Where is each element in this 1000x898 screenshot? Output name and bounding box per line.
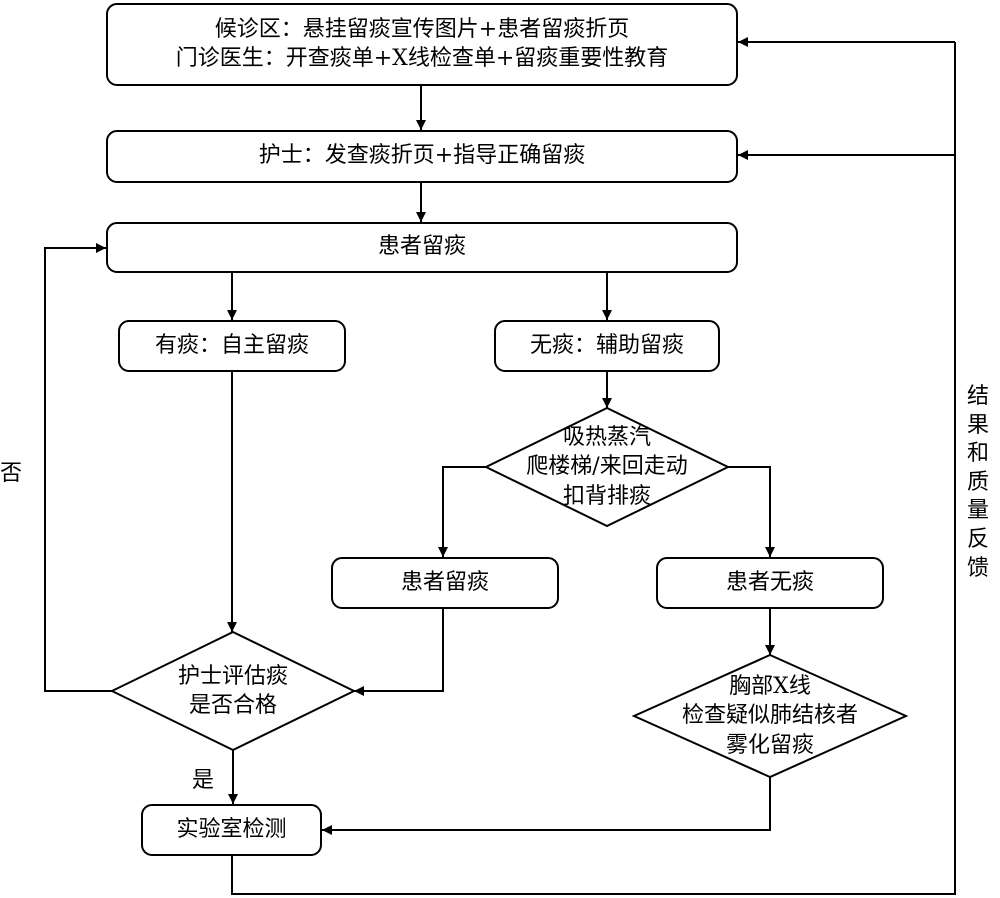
arrow-mid-to-assess: [354, 609, 444, 696]
feedback-char-1: 结: [966, 384, 989, 409]
arrow-xray-to-lab: [322, 777, 771, 835]
nurse-assess-line1: 护士评估痰: [177, 663, 288, 689]
nurse-assess-text: 护士评估痰 是否合格: [112, 632, 354, 750]
chest-xray-line2: 检查疑似肺结核者: [681, 703, 858, 729]
feedback-char-4: 质: [966, 469, 989, 495]
lab-test-box: 实验室检测: [141, 804, 322, 856]
decision-assist-diamond: [483, 406, 731, 528]
no-label: 否: [0, 461, 23, 486]
yes-label: 是: [192, 768, 215, 793]
patient-sputum-mid-box: 患者留痰: [331, 557, 559, 609]
waiting-area-box: 候诊区：悬挂留痰宣传图片+患者留痰折页 门诊医生：开查痰单+X线检查单+留痰重要…: [106, 3, 738, 86]
feedback-char-3: 和: [966, 441, 989, 467]
assist-methods-text: 吸热蒸汽 爬楼梯/来回走动 扣背排痰: [486, 408, 728, 526]
patient-no-sputum-text: 患者无痰: [725, 569, 814, 595]
chest-xray-line3: 雾化留痰: [725, 732, 814, 758]
assist-method-2: 爬楼梯/来回走动: [526, 454, 688, 480]
arrow-no-loop: [44, 243, 112, 692]
chest-xray-text: 胸部X线 检查疑似肺结核者 雾化留痰: [634, 655, 906, 777]
no-sputum-text: 无痰：辅助留痰: [529, 332, 684, 358]
feedback-char-6: 反: [966, 526, 989, 552]
assist-method-3: 扣背排痰: [562, 483, 651, 509]
patient-no-sputum-box: 患者无痰: [656, 557, 884, 609]
patient-sputum-mid-text: 患者留痰: [400, 569, 489, 595]
arrow-assist-to-mid: [438, 466, 486, 557]
patient-sputum-top-text: 患者留痰: [377, 234, 466, 260]
feedback-char-2: 果: [966, 412, 989, 438]
assist-method-1: 吸热蒸汽: [562, 425, 651, 451]
nurse-guide-box: 护士：发查痰折页+指导正确留痰: [106, 130, 738, 183]
arrow-assist-to-nosputum: [728, 466, 775, 557]
no-sputum-box: 无痰：辅助留痰: [494, 320, 720, 372]
patient-sputum-top-box: 患者留痰: [106, 222, 738, 273]
has-sputum-box: 有痰：自主留痰: [118, 320, 346, 372]
waiting-area-line2: 门诊医生：开查痰单+X线检查单+留痰重要性教育: [175, 45, 669, 71]
nurse-guide-text: 护士：发查痰折页+指导正确留痰: [258, 143, 586, 169]
nurse-assess-line2: 是否合格: [188, 693, 277, 718]
feedback-char-7: 馈: [966, 555, 989, 581]
lab-test-text: 实验室检测: [176, 816, 287, 842]
chest-xray-line1: 胸部X线: [729, 674, 811, 700]
feedback-label: 结 果 和 质 量 反 馈: [966, 383, 990, 583]
feedback-char-5: 量: [966, 498, 989, 524]
has-sputum-text: 有痰：自主留痰: [154, 332, 309, 358]
waiting-area-line1: 候诊区：悬挂留痰宣传图片+患者留痰折页: [214, 16, 630, 42]
feedback-trunk: [231, 42, 956, 895]
